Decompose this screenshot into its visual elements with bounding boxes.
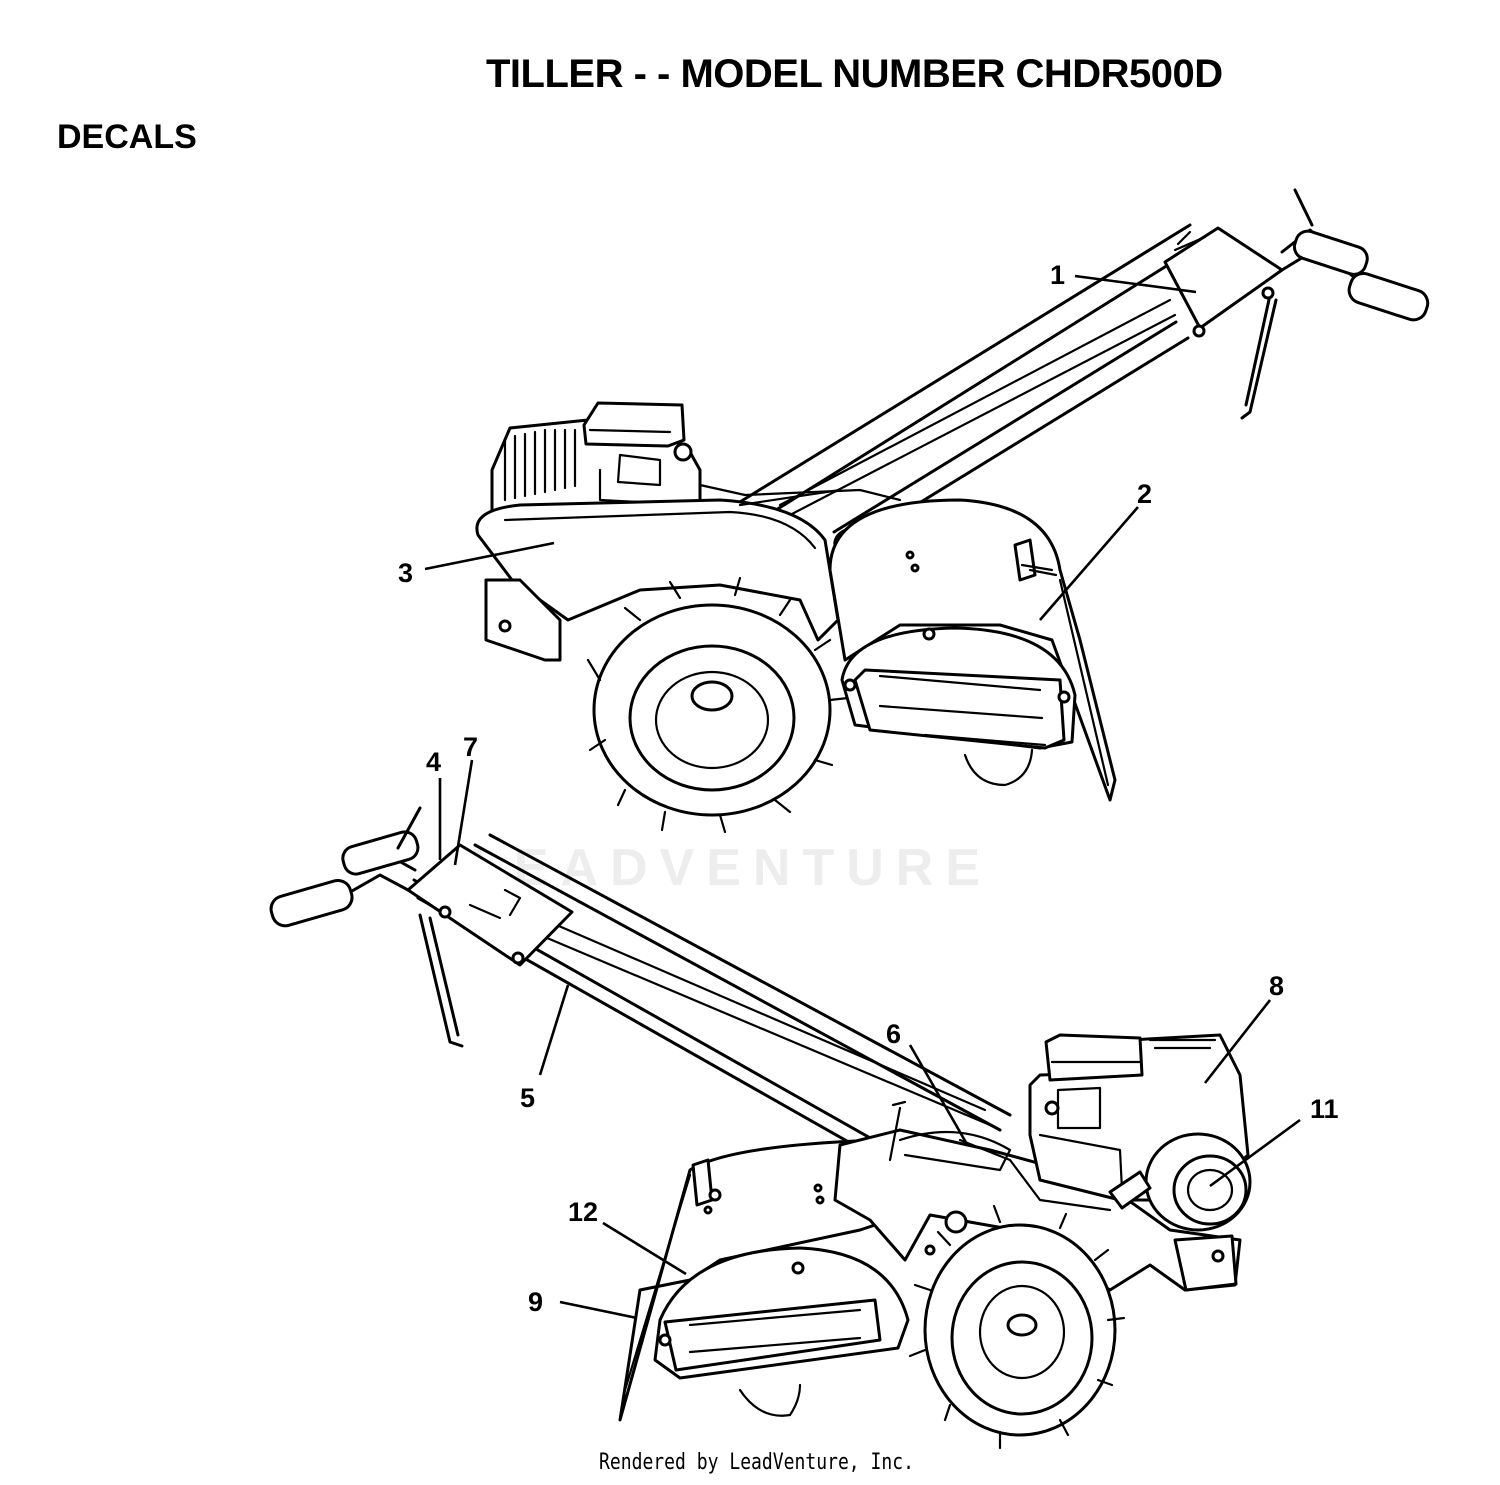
upper-tiller-illustration	[475, 188, 1430, 834]
callout-7: 7	[463, 732, 478, 762]
callout-8: 8	[1269, 971, 1284, 1001]
callout-9: 9	[528, 1287, 543, 1317]
callout-6: 6	[886, 1019, 901, 1049]
page-title: TILLER - - MODEL NUMBER CHDR500D	[486, 52, 1223, 96]
footer-credit: Rendered by LeadVenture, Inc.	[599, 1450, 914, 1475]
callout-3: 3	[398, 558, 413, 588]
callout-12: 12	[568, 1197, 598, 1227]
callout-5: 5	[520, 1083, 535, 1113]
callout-2: 2	[1137, 479, 1152, 509]
lower-tiller-illustration	[269, 806, 1252, 1450]
section-heading: DECALS	[57, 118, 197, 156]
callout-1: 1	[1050, 260, 1065, 290]
callout-4: 4	[426, 747, 441, 777]
callout-11: 11	[1310, 1094, 1339, 1124]
callout-leaders	[424, 274, 1301, 1320]
